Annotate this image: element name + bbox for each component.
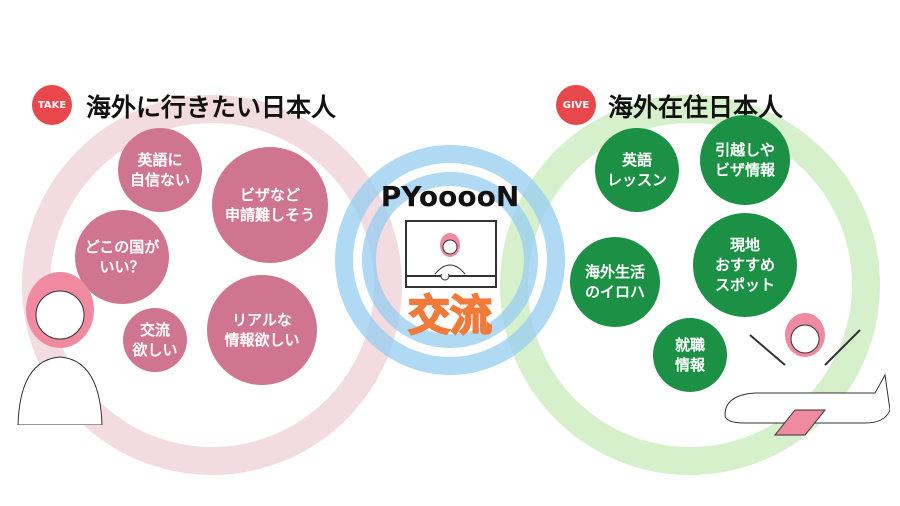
left-title: 海外に行きたい日本人 xyxy=(86,93,337,122)
cheering-woman-airplane-illustration xyxy=(724,313,890,436)
offer-bubble: 現地 おすすめ スポット xyxy=(693,213,797,317)
video-call-illustration xyxy=(405,220,497,288)
take-badge: TAKE xyxy=(32,85,72,125)
need-bubble: 英語に 自信ない xyxy=(118,128,202,212)
give-badge: GIVE xyxy=(556,85,596,125)
need-bubble: リアルな 情報欲しい xyxy=(207,275,317,385)
need-bubble: ビザなど 申請難しそう xyxy=(212,147,328,263)
exchange-label: 交流 xyxy=(407,290,493,341)
worried-woman-illustration xyxy=(17,272,103,425)
offer-bubble: 海外生活 のイロハ xyxy=(570,237,660,327)
offer-bubble: 就職 情報 xyxy=(653,318,727,392)
offer-bubble: 引越しや ビザ情報 xyxy=(700,115,790,205)
need-bubble: 交流 欲しい xyxy=(123,308,187,372)
offer-bubble: 英語 レッスン xyxy=(595,128,679,212)
need-bubble: どこの国が いい？ xyxy=(75,210,169,304)
brand-name: PYooooN xyxy=(380,180,520,213)
